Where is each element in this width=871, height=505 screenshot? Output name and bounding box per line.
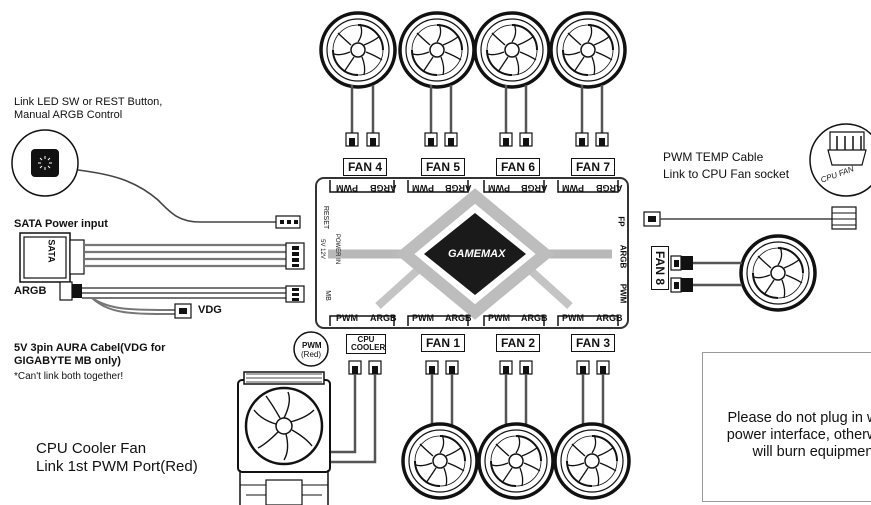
hub-bottom-port-2: ARGB: [370, 313, 397, 323]
hub-fp-label: FP: [616, 216, 626, 227]
hub-mb-label: MB: [323, 290, 331, 301]
fan-8: [739, 234, 817, 312]
pwm-red-label-1: PWM: [302, 341, 322, 350]
hub-top-port-7: PWM: [562, 183, 584, 193]
fan2-label: FAN 2: [496, 334, 541, 352]
pwm-temp-label-2: Link to CPU Fan socket: [663, 167, 790, 181]
hub-power-in-label: POWER IN: [334, 233, 341, 265]
hub-top-port-8: ARGB: [596, 183, 623, 193]
warning-box: Please do not plug in wrong power interf…: [702, 352, 871, 502]
pwm-temp-label-1: PWM TEMP Cable: [663, 150, 764, 164]
hub-bottom-port-5: PWM: [488, 313, 510, 323]
fan3-label: FAN 3: [571, 334, 616, 352]
pwm-red-label-2: (Red): [301, 350, 322, 359]
sata-connector-label: SATA: [46, 239, 57, 263]
hub-bottom-port-1: PWM: [336, 313, 358, 323]
aura-note: *Can't link both together!: [14, 371, 124, 382]
fan-7: [549, 11, 627, 89]
hub-top-port-4: ARGB: [445, 183, 472, 193]
fan-5: [398, 11, 476, 89]
hub-bottom-port-3: PWM: [412, 313, 434, 323]
sata-label: SATA Power input: [14, 218, 108, 230]
aura-label-2: GIGABYTE MB only): [14, 355, 121, 367]
hub-argb-label: ARGB: [618, 244, 628, 269]
fan-3: [553, 422, 631, 500]
fan4-label: FAN 4: [343, 158, 388, 176]
cpu-cooler-label: CPU COOLER: [346, 334, 386, 354]
fan7-label: FAN 7: [571, 158, 616, 176]
fan-1: [401, 422, 479, 500]
led-button: [31, 149, 59, 177]
hub-top-port-1: PWM: [336, 183, 358, 193]
hub-top-port-2: ARGB: [370, 183, 397, 193]
led-sw-label: Link LED SW or REST Button,: [14, 96, 163, 108]
fan-2: [477, 422, 555, 500]
hub-top-port-6: ARGB: [521, 183, 548, 193]
manual-argb-label: Manual ARGB Control: [14, 109, 123, 121]
fan8-label: FAN 8: [651, 245, 670, 291]
hub-bottom-port-7: PWM: [562, 313, 584, 323]
cpu-cooler-fan-label-1: CPU Cooler Fan: [36, 440, 147, 457]
hub-top-port-5: PWM: [488, 183, 510, 193]
hub-bottom-port-4: ARGB: [445, 313, 472, 323]
hub-pwm-label: PWM: [618, 283, 628, 304]
fan1-label: FAN 1: [421, 334, 466, 352]
warning-text: Please do not plug in wrong power interf…: [726, 410, 871, 460]
hub-bottom-port-6: ARGB: [521, 313, 548, 323]
pwm-red-badge: [293, 331, 329, 367]
hub-power-spec-label: 5V 12V: [318, 239, 325, 259]
led-sw-icon: [38, 156, 52, 170]
aura-label-1: 5V 3pin AURA Cabel(VDG for: [14, 342, 166, 354]
brand-logo: GAMEMAX: [448, 248, 506, 260]
hub-reset-label: RESET: [322, 205, 330, 230]
fan-4: [319, 11, 397, 89]
cpu-cooler-fan-label-2: Link 1st PWM Port(Red): [36, 458, 198, 475]
cpu-cooler: [237, 371, 331, 505]
hub-top-port-3: PWM: [412, 183, 434, 193]
vdg-label: VDG: [198, 304, 222, 316]
logo-bg: [424, 213, 526, 295]
fan5-label: FAN 5: [421, 158, 466, 176]
fan6-label: FAN 6: [496, 158, 541, 176]
fan-6: [473, 11, 551, 89]
bottom-plugs: [348, 360, 610, 375]
argb-label: ARGB: [14, 285, 47, 297]
top-cables: [350, 85, 604, 133]
hub-bottom-port-8: ARGB: [596, 313, 623, 323]
top-plugs: [345, 132, 609, 147]
